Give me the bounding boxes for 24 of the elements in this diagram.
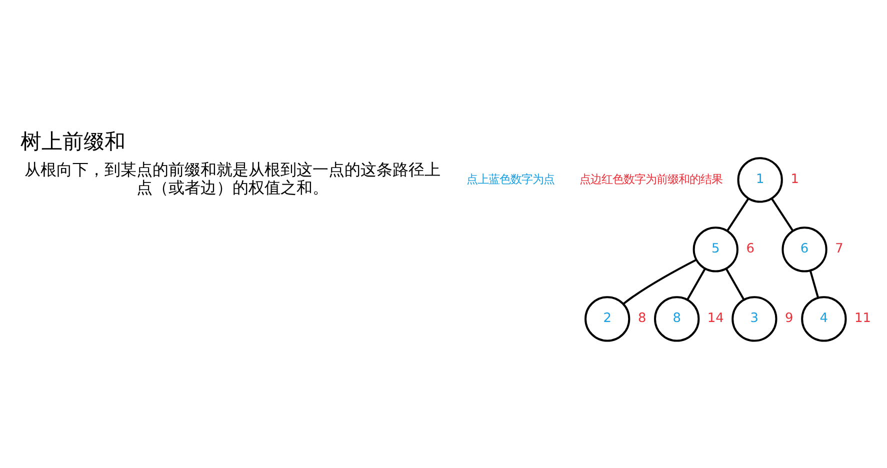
- node-label: 6: [746, 241, 754, 256]
- node-circle: 4: [801, 296, 847, 342]
- node-label: 7: [835, 241, 844, 256]
- connector: [686, 268, 706, 300]
- node-label: 14: [707, 310, 724, 326]
- connector: [770, 198, 794, 231]
- node-circle: 2: [584, 296, 630, 342]
- node-circle: 1: [737, 156, 783, 202]
- label: 点边红色数字为前缀和的结果: [579, 172, 722, 186]
- node-circle: 3: [732, 296, 778, 342]
- label: 从根向下，到某点的前缀和就是从根到这一点的这条路径上点（或者边）的权值之和。: [24, 160, 440, 196]
- connector: [725, 268, 745, 300]
- node-label: 11: [854, 310, 871, 326]
- connector: [726, 198, 750, 231]
- diagram-title: 树上前缀和: [20, 128, 126, 153]
- node-label: 1: [790, 172, 799, 187]
- connector: [622, 258, 697, 304]
- node-label: 8: [638, 310, 646, 326]
- node-circle: 6: [782, 226, 828, 272]
- label: 点上蓝色数字为点: [466, 172, 554, 186]
- node-circle: 5: [692, 226, 738, 272]
- node-label: 9: [785, 310, 794, 326]
- connector: [809, 270, 820, 298]
- node-circle: 8: [654, 296, 700, 342]
